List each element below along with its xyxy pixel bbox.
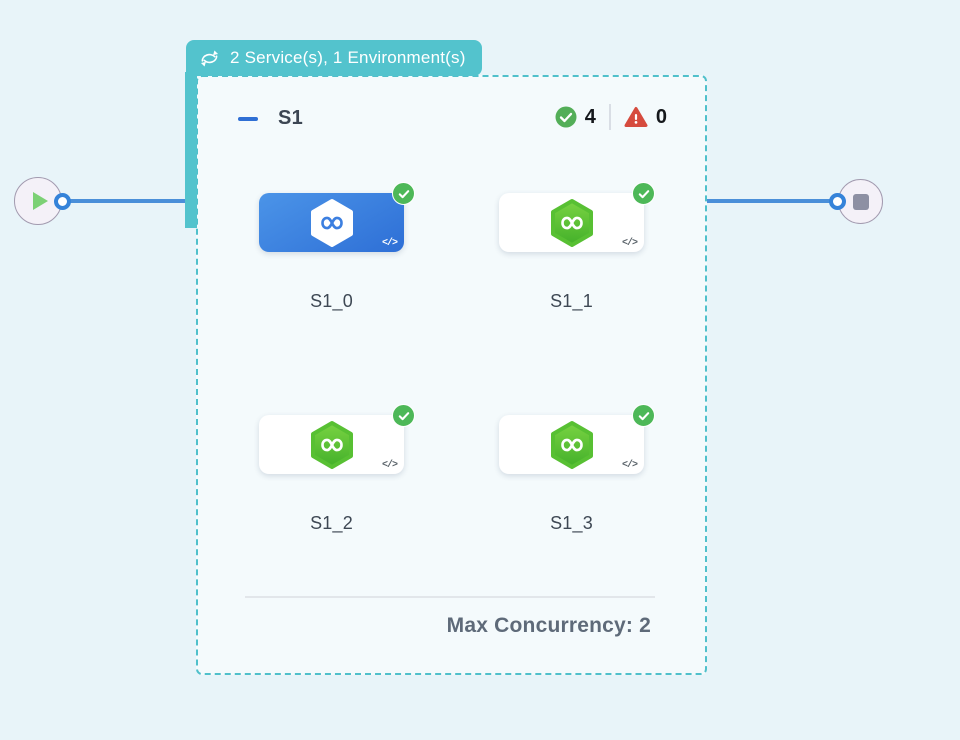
step-label-s1-0: S1_0 bbox=[310, 291, 353, 311]
stage-header: S1 bbox=[238, 107, 303, 130]
count-divider bbox=[608, 104, 611, 130]
step-success-badge bbox=[392, 182, 415, 205]
service-hexagon-infinity-icon bbox=[549, 420, 595, 470]
group-badge-strip bbox=[185, 72, 197, 228]
service-hexagon-infinity-icon bbox=[309, 420, 355, 470]
success-count: 4 bbox=[584, 105, 596, 128]
max-concurrency-label: Max Concurrency: 2 bbox=[446, 614, 651, 637]
matrix-step-card-s1-0[interactable]: </> bbox=[259, 182, 415, 252]
code-icon: </> bbox=[621, 238, 638, 249]
services-environments-badge[interactable]: 2 Service(s), 1 Environment(s) bbox=[186, 40, 482, 76]
service-hexagon-infinity-icon bbox=[549, 198, 595, 248]
error-warning-icon bbox=[624, 106, 648, 128]
connector-port-right[interactable] bbox=[829, 193, 846, 210]
stage-status-counts: 4 0 bbox=[555, 104, 667, 130]
services-environments-label: 2 Service(s), 1 Environment(s) bbox=[230, 48, 466, 67]
play-icon bbox=[33, 192, 48, 210]
code-icon: </> bbox=[381, 460, 398, 471]
step-success-badge bbox=[632, 182, 655, 205]
loop-arrows-icon bbox=[198, 49, 221, 68]
matrix-step-card-s1-3[interactable]: </> bbox=[499, 404, 655, 474]
code-icon: </> bbox=[381, 238, 398, 249]
stage-matrix-container: S1 4 0 bbox=[196, 75, 707, 675]
step-success-badge bbox=[632, 404, 655, 427]
footer-divider bbox=[245, 596, 655, 598]
service-hexagon-infinity-icon bbox=[309, 198, 355, 248]
connector-line-right bbox=[705, 199, 831, 203]
stage-name: S1 bbox=[278, 107, 304, 129]
success-check-icon bbox=[555, 106, 577, 128]
error-count: 0 bbox=[655, 105, 667, 128]
stop-icon bbox=[852, 193, 869, 210]
matrix-step-card-s1-2[interactable]: </> bbox=[259, 404, 415, 474]
code-icon: </> bbox=[621, 460, 638, 471]
step-success-badge bbox=[392, 404, 415, 427]
connector-port-left[interactable] bbox=[54, 193, 71, 210]
connector-line-left bbox=[62, 199, 188, 203]
matrix-step-card-s1-1[interactable]: </> bbox=[499, 182, 655, 252]
step-label-s1-1: S1_1 bbox=[550, 291, 593, 311]
step-label-s1-3: S1_3 bbox=[550, 513, 593, 533]
step-label-s1-2: S1_2 bbox=[310, 513, 353, 533]
collapse-icon[interactable] bbox=[238, 116, 258, 121]
